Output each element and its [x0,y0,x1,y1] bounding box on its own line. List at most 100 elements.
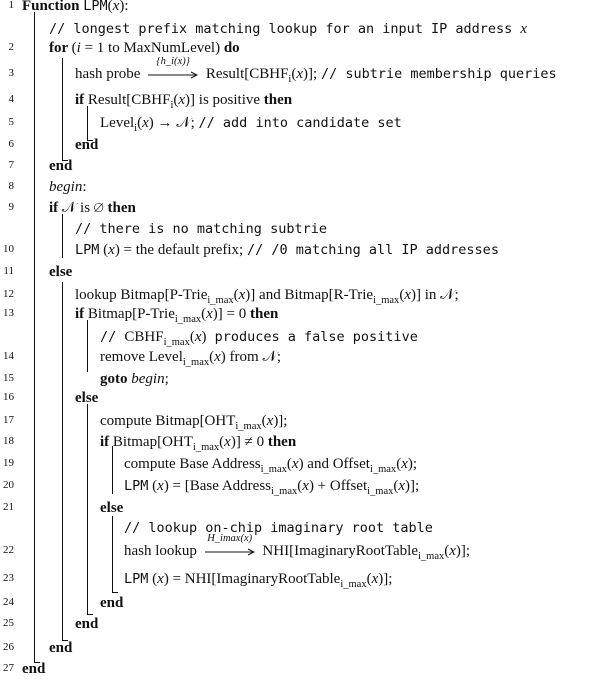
keyword: if [75,92,88,108]
text-token: ): [119,0,129,14]
line-number: 2 [8,41,15,53]
code-token: LPM [124,478,149,494]
text-token: ( [148,478,158,494]
text-token: NHI[ImaginaryRootTable [258,543,418,559]
text-token: lookup Bitmap[P-Trie [75,287,208,303]
text-token: x [296,66,304,82]
text-token: x [404,287,411,303]
code-token: // longest prefix matching lookup for an… [49,21,521,37]
text-token: ) from 𝒩; [220,349,281,365]
keyword: end [49,158,73,174]
text-token: )] and Bitmap[R-Trie [245,287,374,303]
text-token: ); [407,456,418,472]
code-text: Leveli(x) → 𝒩; // add into candidate set [100,112,402,140]
text-token: ( [444,543,450,559]
subscript: i [288,74,292,85]
block-end-tick [62,160,68,161]
keyword: end [49,640,73,656]
right-arrow-icon [204,548,255,556]
line-number: 10 [3,243,14,255]
text-token: Result[CBHF [87,92,171,108]
arrow-label: {h_i(x)} [156,56,190,67]
code-text: if Bitmap[P-Triei_max(x)] = 0 then [75,303,278,331]
text-token: ( [393,478,399,494]
code-text: compute Base Addressi_max(x) and Offseti… [124,453,417,481]
text-token: CBHF [124,329,164,345]
code-text: end [49,155,72,177]
text-token: ( [396,456,402,472]
line-number: 16 [3,391,14,403]
code-line: 10 LPM (x) = the default prefix; // /0 ma… [0,239,606,261]
keyword: else [49,264,73,280]
text-token: ( [201,306,207,322]
line-number: 9 [8,201,15,213]
subscript: i_max [235,421,262,432]
code-text: LPM (x) = [Base Addressi_max(x) + Offset… [124,475,419,503]
code-text: for (i = 1 to MaxNumLevel) do [49,37,240,59]
text-token: ( [366,571,372,587]
keyword: end [75,137,99,153]
keyword: do [223,40,240,56]
text-token: i [76,40,81,56]
line-number: 12 [3,288,14,300]
line-number: 8 [8,180,15,192]
code-line: // longest prefix matching lookup for an… [0,18,606,40]
code-text: LPM (x) = the default prefix; // /0 matc… [75,239,499,261]
text-token: )] in 𝒩; [410,287,459,303]
keyword: if [100,434,113,450]
keyword: else [75,390,99,406]
text-token: ( [71,40,77,56]
code-text: end [75,134,98,156]
text-token: )]; [273,413,288,429]
text-token: ( [209,349,215,365]
keyword: end [100,595,124,611]
line-number: 20 [3,479,14,491]
code-text: if 𝒩 is ∅ then [49,197,136,219]
text-token: x [206,306,213,322]
text-token: ) + Offset [308,478,368,494]
hash-arrow: {h_i(x)} [148,56,199,85]
text-token: ) = [Base Address [163,478,272,494]
keyword: then [107,200,136,216]
text-token: begin [131,371,165,387]
code-text: // CBHFi_max(x) produces a false positiv… [100,326,418,354]
text-token: x [142,115,149,131]
block-line [112,446,113,494]
keyword: else [100,500,124,516]
text-token: x [157,478,164,494]
line-number: 26 [3,641,14,653]
subscript: i_max [369,464,397,475]
text-token: ( [137,115,143,131]
subscript: i_max [418,551,445,562]
text-token: begin [49,179,83,195]
text-token: = 1 to MaxNumLevel) [80,40,224,56]
text-token: x [291,456,299,472]
code-text: hash probe {h_i(x)} Result[CBHFi(x)]; //… [75,56,557,91]
text-token: x [398,478,406,494]
text-token: ( [233,287,239,303]
keyword: if [75,306,88,322]
code-text: compute Bitmap[OHTi_max(x)]; [100,410,287,438]
text-token: Level [100,115,135,131]
text-token: x [157,571,164,587]
code-token: // subtrie membership queries [320,66,557,82]
code-token: // /0 matching all IP addresses [246,242,499,258]
code-text: end [49,637,72,659]
block-line [87,404,88,614]
text-token: x [266,413,274,429]
subscript: i_max [163,337,190,348]
keyword: Function [22,0,84,14]
keyword: end [22,661,46,677]
text-token: )] is positive [185,92,264,108]
